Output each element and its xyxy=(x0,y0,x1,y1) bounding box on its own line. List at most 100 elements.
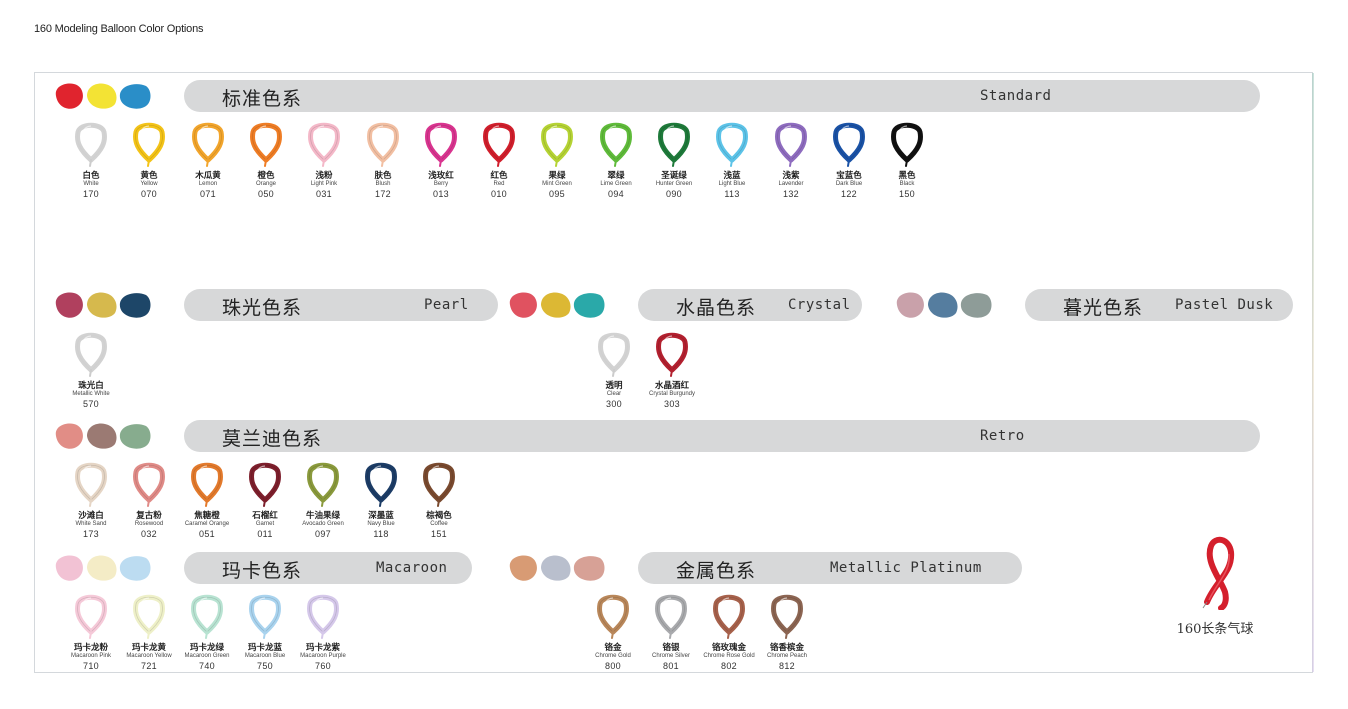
swatch-name-zh: 黑色 xyxy=(898,170,916,180)
balloon-icon xyxy=(249,594,281,639)
swatch-name-en: Macaroon Blue xyxy=(244,653,286,659)
balloon-icon xyxy=(598,332,630,377)
swatch-code: 150 xyxy=(899,189,915,199)
swatch-name-en: Yellow xyxy=(140,181,158,187)
swatch-code: 094 xyxy=(608,189,624,199)
swatch-name-zh: 珠光白 xyxy=(78,380,104,390)
swatch-name-zh: 深墨蓝 xyxy=(368,510,394,520)
swatch-code: 071 xyxy=(200,189,216,199)
swatch-code: 721 xyxy=(141,661,157,671)
long-balloon-illustration: 160长条气球 xyxy=(1160,532,1270,637)
swatch-code: 011 xyxy=(257,529,273,539)
swatch-code: 090 xyxy=(666,189,682,199)
swatch-code: 032 xyxy=(141,529,157,539)
color-blob xyxy=(85,554,119,582)
swatch-code: 710 xyxy=(83,661,99,671)
swatch-code: 097 xyxy=(315,529,331,539)
swatch-name-zh: 果绿 xyxy=(548,170,566,180)
swatch-name-zh: 玛卡龙蓝 xyxy=(247,642,282,652)
swatch-name-en: Chrome Gold xyxy=(595,653,631,659)
swatch-name-zh: 牛油果绿 xyxy=(305,510,340,520)
swatch-name-zh: 玛卡龙绿 xyxy=(189,642,224,652)
section-title-en: Crystal xyxy=(788,297,851,313)
swatch-name-zh: 肤色 xyxy=(374,170,392,180)
swatch-code: 050 xyxy=(258,189,274,199)
swatch-code: 740 xyxy=(199,661,215,671)
balloon-icon xyxy=(75,332,107,377)
section-title-zh: 珠光色系 xyxy=(222,297,303,319)
swatch-name-zh: 石榴红 xyxy=(252,510,278,520)
color-blob xyxy=(85,82,119,110)
swatch-code: 118 xyxy=(373,529,389,539)
swatch-code: 303 xyxy=(664,399,680,409)
metallic_platinum-color-blobs xyxy=(506,554,610,584)
color-blob xyxy=(926,291,960,319)
swatch-code: 802 xyxy=(721,661,737,671)
swatch-name-en: Orange xyxy=(255,181,276,187)
swatch-name-zh: 复古粉 xyxy=(136,510,162,520)
swatch-name-en: Avocado Green xyxy=(302,521,344,527)
swatch-name-en: Macaroon Pink xyxy=(70,653,112,659)
swatch-name-en: Light Pink xyxy=(310,181,338,187)
swatch-name-en: Navy Blue xyxy=(367,521,395,527)
section-title-en: Retro xyxy=(980,428,1025,444)
color-blob xyxy=(959,291,993,319)
swatch-name-zh: 玛卡龙粉 xyxy=(73,642,108,652)
swatch-name-zh: 翠绿 xyxy=(607,170,625,180)
balloon-icon xyxy=(423,462,455,507)
color-blob xyxy=(118,82,152,110)
swatch-code: 172 xyxy=(375,189,391,199)
swatch-name-zh: 黄色 xyxy=(140,170,158,180)
color-blob xyxy=(118,422,152,450)
balloon-icon xyxy=(658,122,690,167)
swatch-code: 151 xyxy=(431,529,447,539)
swatch-name-en: Hunter Green xyxy=(655,181,693,187)
balloon-icon xyxy=(250,122,282,167)
swatch-name-en: Coffee xyxy=(430,521,448,527)
section-title-zh: 玛卡色系 xyxy=(222,560,303,582)
swatch-code: 750 xyxy=(257,661,273,671)
balloon-icon xyxy=(75,122,107,167)
color-blob xyxy=(572,554,606,582)
balloon-icon xyxy=(307,462,339,507)
swatch-name-zh: 白色 xyxy=(82,170,100,180)
swatch-name-en: White xyxy=(83,181,99,187)
color-blob xyxy=(85,422,119,450)
retro-color-blobs xyxy=(52,422,156,452)
long-balloon-label: 160长条气球 xyxy=(1176,622,1254,637)
macaroon-color-blobs xyxy=(52,554,156,584)
balloon-icon xyxy=(249,462,281,507)
swatch-name-en: Macaroon Green xyxy=(184,653,230,659)
swatch-code: 010 xyxy=(491,189,507,199)
swatch-name-zh: 铬银 xyxy=(662,642,680,652)
page-title: 160 Modeling Balloon Color Options xyxy=(34,23,204,35)
swatch-code: 095 xyxy=(549,189,565,199)
swatch-name-zh: 沙滩白 xyxy=(78,510,104,520)
swatch-code: 013 xyxy=(433,189,449,199)
standard-color-blobs xyxy=(52,82,156,112)
color-blob xyxy=(118,554,152,582)
swatch-code: 051 xyxy=(199,529,215,539)
balloon-icon xyxy=(191,462,223,507)
swatch-name-zh: 橙色 xyxy=(257,170,275,180)
